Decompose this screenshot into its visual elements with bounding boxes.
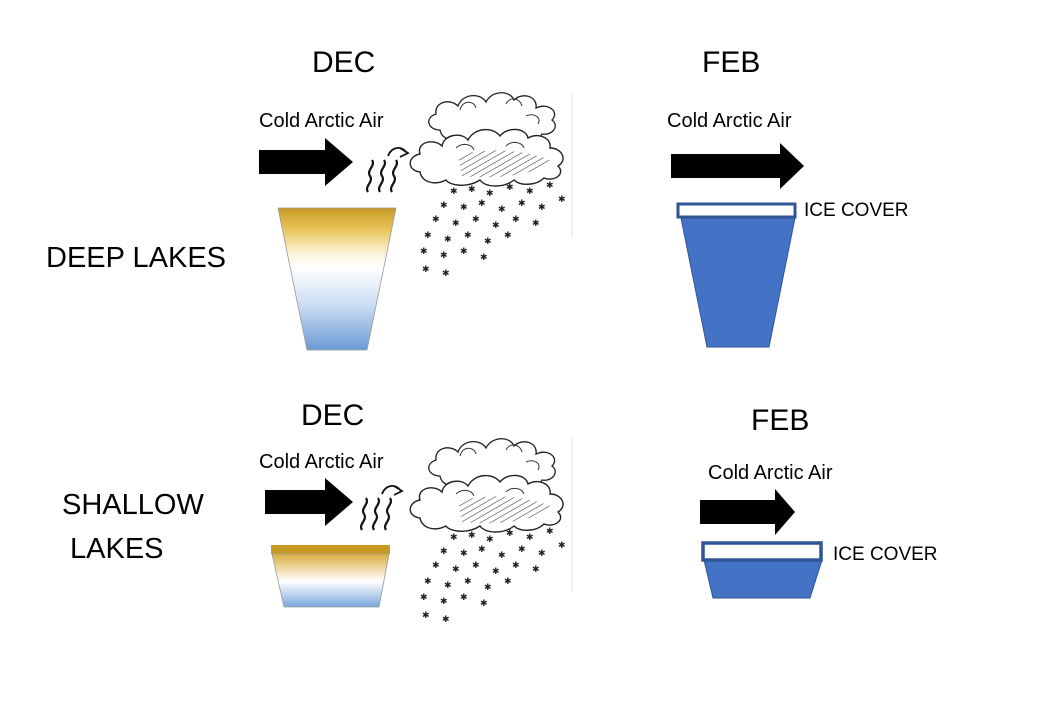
shallow-lakes-label-line1: SHALLOW bbox=[62, 489, 204, 521]
cold-air-label: Cold Arctic Air bbox=[667, 110, 792, 132]
deep-lake-dec bbox=[277, 207, 397, 351]
ice-cover-label: ICE COVER bbox=[804, 200, 909, 221]
shallow-lake-dec bbox=[271, 553, 390, 608]
ice-cover-label: ICE COVER bbox=[833, 544, 938, 565]
deep-lakes-label: DEEP LAKES bbox=[46, 242, 226, 274]
arrow-right-icon bbox=[671, 143, 804, 189]
shallow-lakes-label-line2: LAKES bbox=[70, 533, 164, 565]
arrow-right-icon bbox=[700, 489, 795, 535]
ice-cover bbox=[676, 202, 797, 219]
snow-cloud-icon bbox=[409, 92, 567, 280]
cold-air-label: Cold Arctic Air bbox=[708, 462, 833, 484]
arrow-right-icon bbox=[265, 478, 353, 526]
dec-month-label: DEC bbox=[301, 399, 364, 432]
arrow-right-icon bbox=[259, 138, 353, 186]
cold-air-label: Cold Arctic Air bbox=[259, 110, 384, 132]
frozen-deep-lake bbox=[680, 217, 796, 348]
dec-month-label: DEC bbox=[312, 46, 375, 79]
warm-surface-layer bbox=[271, 545, 390, 554]
feb-month-label: FEB bbox=[751, 404, 809, 437]
snow-cloud-icon bbox=[409, 438, 567, 626]
frozen-shallow-lake bbox=[703, 559, 823, 599]
feb-month-label: FEB bbox=[702, 46, 760, 79]
cold-air-label: Cold Arctic Air bbox=[259, 451, 384, 473]
ice-cover bbox=[701, 541, 823, 562]
